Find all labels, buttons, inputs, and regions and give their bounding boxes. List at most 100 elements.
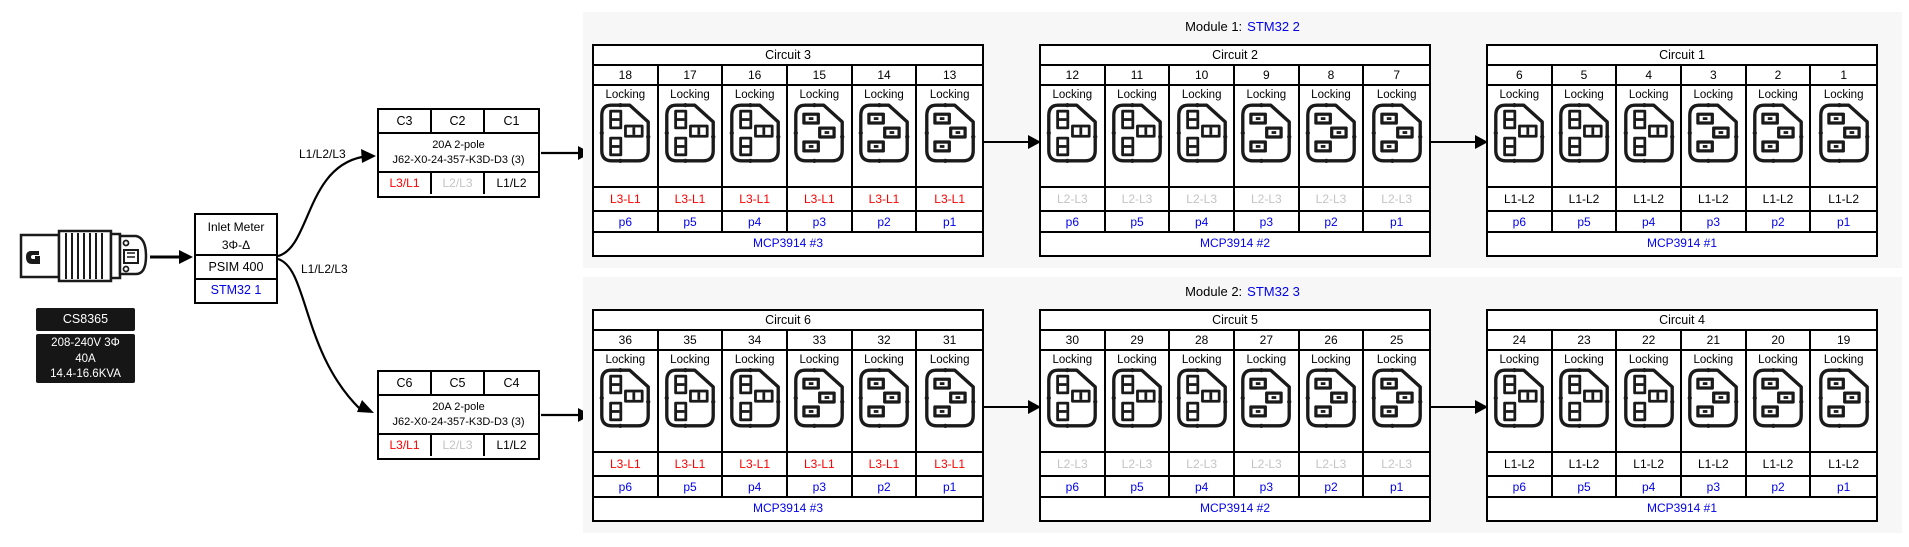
outlet-phase: L2-L3: [1041, 453, 1106, 475]
outlet-port: p4: [1617, 477, 1682, 496]
breaker-phase: L2/L3: [432, 435, 485, 456]
outlet-cell: Locking: [659, 86, 724, 186]
outlet-cell: Locking: [1106, 86, 1171, 186]
breaker-pole: C3: [379, 110, 432, 132]
connector-spec-current: 40A: [75, 352, 96, 365]
circuit-title: Circuit 3: [594, 46, 982, 66]
outlet-phase: L1-L2: [1682, 453, 1747, 475]
outlet-phase: L3-L1: [659, 453, 724, 475]
outlet-port: p5: [1106, 477, 1171, 496]
locking-outlet-icon: [1371, 368, 1423, 428]
outlet-type-label: Locking: [1376, 89, 1417, 101]
wire-feed-top-arrowhead: [361, 149, 376, 163]
outlet-port: p3: [1682, 212, 1747, 231]
outlet-type-label: Locking: [734, 89, 775, 101]
outlet-port: p1: [1389, 479, 1404, 494]
outlet-cell: Locking: [788, 86, 853, 186]
outlet-type-label: Locking: [864, 354, 904, 366]
outlet-port: p3: [1235, 212, 1300, 231]
outlet-port: p2: [1747, 212, 1812, 231]
outlet-number: 5: [1553, 66, 1618, 84]
outlet-number: 19: [1836, 333, 1851, 347]
inlet-meter-model: PSIM 400: [196, 256, 276, 280]
outlet-phase: L3-L1: [934, 457, 965, 471]
locking-outlet-icon: [1371, 103, 1423, 163]
wire-feed-bottom: [277, 257, 361, 410]
circuit-adc-label: MCP3914 #3: [752, 236, 824, 250]
locking-outlet-icon: [858, 368, 910, 428]
breaker-phase: L1/L2: [496, 438, 527, 452]
inlet-meter-line1: Inlet Meter: [207, 220, 265, 234]
outlet-number: 21: [1682, 331, 1747, 349]
outlet-cell: Locking: [1364, 351, 1429, 451]
outlet-port: p6: [594, 477, 659, 496]
outlet-number: 30: [1041, 331, 1106, 349]
outlet-number: 36: [594, 331, 659, 349]
outlet-phase: L2-L3: [1300, 453, 1365, 475]
outlet-cell: Locking: [1553, 351, 1618, 451]
circuit-title: Circuit 6: [594, 311, 982, 331]
breaker-pole: C4: [503, 376, 520, 390]
connector-spec-voltage: 208-240V 3Φ: [51, 337, 120, 349]
outlet-port: p2: [1300, 212, 1365, 231]
locking-outlet-icon: [858, 103, 910, 163]
outlet-cell: Locking: [853, 86, 918, 186]
outlet-cell: Locking: [1811, 86, 1876, 186]
outlet-cell: Locking: [1617, 351, 1682, 451]
outlet-type-label: Locking: [1564, 354, 1604, 366]
outlet-number: 11: [1106, 66, 1171, 84]
breaker-bank-1: C3 C2 C1 20A 2-pole J62-X0-24-357-K3D-D3…: [377, 108, 540, 198]
outlet-type-label: Locking: [864, 89, 904, 101]
outlet-phase: L3-L1: [594, 188, 659, 210]
locking-outlet-icon: [1046, 368, 1098, 428]
outlet-number: 4: [1617, 66, 1682, 84]
outlet-cell: Locking: [1170, 351, 1235, 451]
outlet-cell: Locking: [1106, 351, 1171, 451]
daisy-chain-arrow: [1431, 400, 1488, 414]
locking-outlet-icon: [1687, 103, 1739, 163]
outlet-type-label: Locking: [1246, 354, 1287, 366]
outlet-type-label: Locking: [1117, 354, 1157, 366]
outlet-phase: L3-L1: [853, 188, 918, 210]
outlet-phase: L2-L3: [1041, 188, 1106, 210]
outlet-number: 25: [1389, 333, 1404, 347]
breaker-pole: C5: [432, 372, 485, 394]
module-title: Module 1:STM32 2: [583, 12, 1902, 34]
outlet-port: p1: [1836, 479, 1851, 494]
outlet-phase: L1-L2: [1553, 453, 1618, 475]
outlet-number: 23: [1553, 331, 1618, 349]
outlet-cell: Locking: [917, 351, 982, 451]
feed-label-bottom: L1/L2/L3: [301, 262, 348, 276]
outlet-phase: L3-L1: [934, 192, 965, 206]
outlet-cell: Locking: [1488, 351, 1553, 451]
outlet-port: p4: [1170, 477, 1235, 496]
outlet-cell: Locking: [1041, 86, 1106, 186]
outlet-cell: Locking: [1553, 86, 1618, 186]
outlet-cell: Locking: [853, 351, 918, 451]
outlet-row: Locking: [1488, 86, 1876, 188]
outlet-cell: Locking: [723, 351, 788, 451]
locking-outlet-icon: [1558, 103, 1610, 163]
outlet-cell: Locking: [723, 86, 788, 186]
outlet-type-label: Locking: [1564, 89, 1604, 101]
breaker-phase-row: L3/L1 L2/L3 L1/L2: [379, 435, 538, 456]
locking-outlet-icon: [924, 103, 976, 163]
outlet-phase: L3-L1: [659, 188, 724, 210]
outlet-phase: L3-L1: [723, 453, 788, 475]
outlet-cell: Locking: [1747, 351, 1812, 451]
outlet-number: 15: [788, 66, 853, 84]
circuit-title: Circuit 1: [1488, 46, 1876, 66]
outlet-phase: L2-L3: [1381, 457, 1412, 471]
outlet-type-label: Locking: [1117, 89, 1157, 101]
inlet-meter-mcu: STM32 1: [210, 283, 262, 297]
outlet-port: p2: [1300, 477, 1365, 496]
outlet-number: 17: [659, 66, 724, 84]
breaker-rating: 20A 2-pole J62-X0-24-357-K3D-D3 (3): [379, 134, 538, 173]
outlet-type-label: Locking: [1376, 354, 1417, 366]
outlet-cell: Locking: [1488, 86, 1553, 186]
outlet-number: 13: [942, 68, 957, 82]
